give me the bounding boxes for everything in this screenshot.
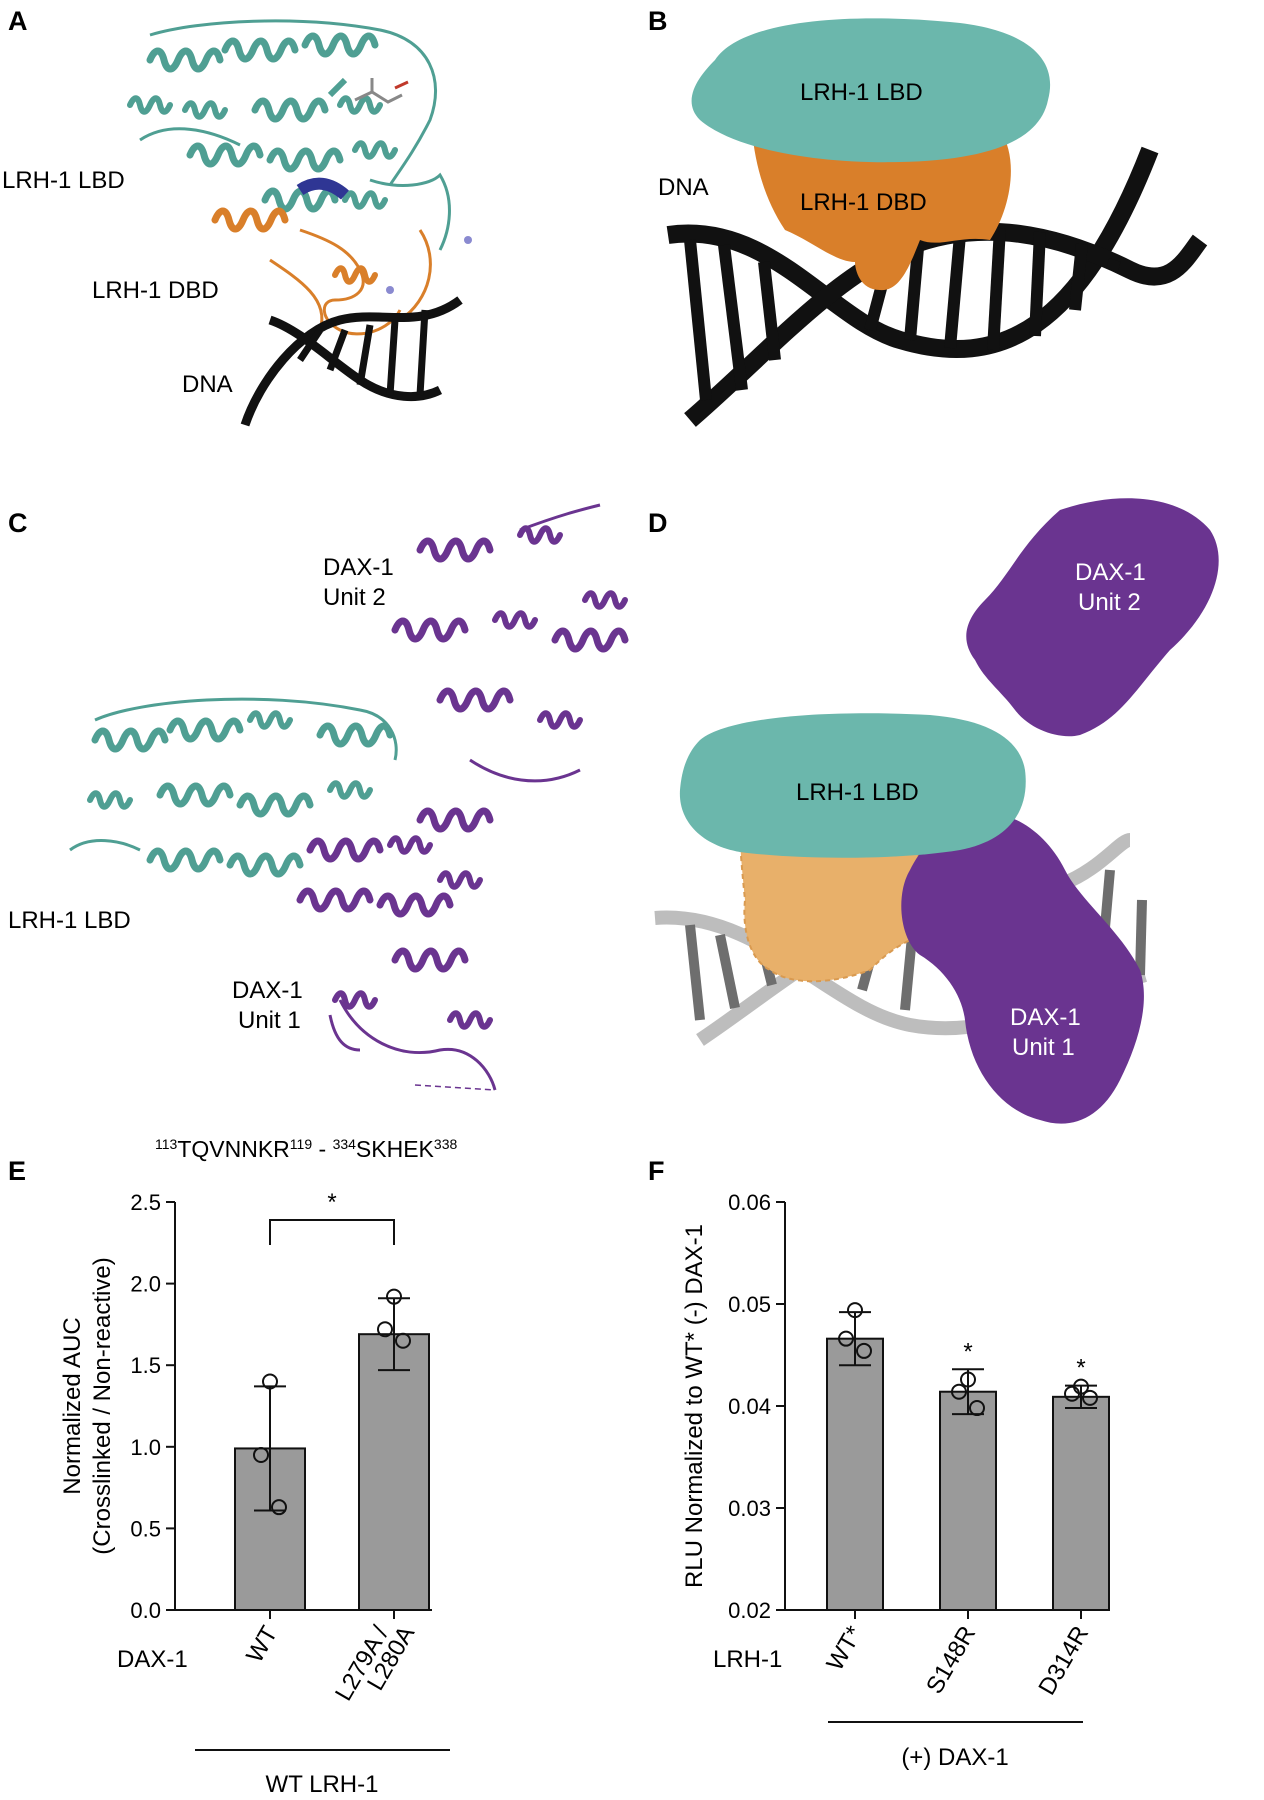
panel-d: D DAX-1 Unit 2 LRH-1 LBD DAX-1 Unit 1 — [648, 498, 1219, 1124]
dna-helix-structure — [240, 296, 463, 427]
f-significance-star: * — [963, 1338, 972, 1365]
f-y-tick-label: 0.05 — [728, 1292, 771, 1317]
panel-a: A — [2, 6, 472, 427]
panel-a-dbd-label: LRH-1 DBD — [92, 277, 219, 304]
e-data-point — [386, 1288, 402, 1305]
peptide-num-1: 113 — [155, 1136, 178, 1152]
panel-a-letter: A — [8, 6, 28, 36]
dax-unit1-ribbon — [300, 811, 497, 1091]
ligand-sticks — [354, 78, 409, 104]
panel-c-dax1-label-line2: Unit 1 — [238, 1007, 301, 1034]
panel-b-dbd-label: LRH-1 DBD — [800, 189, 927, 216]
panel-e-group-label: WT LRH-1 — [266, 1771, 379, 1798]
helix-blue — [296, 177, 349, 200]
panel-f-row-label: LRH-1 — [713, 1646, 782, 1673]
panel-b-lbd-label: LRH-1 LBD — [800, 79, 923, 106]
lbd-ribbon-structure-c — [69, 697, 398, 874]
e-y-axis-label: (Crosslinked / Non-reactive) — [89, 1257, 116, 1554]
e-y-tick-label: 1.5 — [130, 1353, 161, 1378]
f-data-point — [1064, 1385, 1080, 1402]
panel-c-letter: C — [8, 508, 28, 538]
peptide-seq-1: TQVNNKR — [177, 1136, 289, 1162]
panel-d-dax2-label-line1: DAX-1 — [1075, 559, 1146, 586]
e-data-point — [377, 1321, 393, 1338]
panel-a-lbd-label: LRH-1 LBD — [2, 167, 125, 194]
panel-c-dax2-label-line2: Unit 2 — [323, 584, 386, 611]
panel-b-letter: B — [648, 6, 668, 36]
panel-d-lbd-label: LRH-1 LBD — [796, 779, 919, 806]
e-y-tick-label: 1.0 — [130, 1435, 161, 1460]
e-significance-star: * — [327, 1189, 336, 1216]
e-y-tick-label: 0.0 — [130, 1598, 161, 1623]
e-x-tick-label: WT — [241, 1621, 283, 1667]
panel-e-letter: E — [8, 1156, 26, 1186]
f-x-tick-label: S148R — [921, 1622, 981, 1699]
e-y-tick-label: 0.5 — [130, 1516, 161, 1541]
panel-d-letter: D — [648, 508, 668, 538]
peptide-seq-2: SKHEK — [356, 1136, 435, 1162]
f-bar — [939, 1390, 997, 1611]
f-y-tick-label: 0.06 — [728, 1190, 771, 1215]
e-significance-bracket — [269, 1219, 395, 1245]
lbd-shape-d — [679, 713, 1026, 858]
f-data-point — [847, 1302, 863, 1319]
f-y-tick-label: 0.04 — [728, 1394, 771, 1419]
f-y-tick-label: 0.03 — [728, 1496, 771, 1521]
f-bar — [1052, 1395, 1110, 1611]
f-significance-star: * — [1076, 1355, 1085, 1382]
panel-e-row-label: DAX-1 — [117, 1646, 188, 1673]
panel-a-dna-label: DNA — [182, 371, 233, 398]
panel-d-dax1-label-line2: Unit 1 — [1012, 1034, 1075, 1061]
peptide-num-3: 334 — [333, 1136, 357, 1152]
panel-d-dax2-label-line2: Unit 2 — [1078, 589, 1141, 616]
panel-f-group-label: (+) DAX-1 — [901, 1744, 1008, 1771]
lbd-ribbon-structure — [130, 19, 451, 251]
f-y-axis-label: RLU Normalized to WT* (-) DAX-1 — [681, 1224, 708, 1588]
e-data-point — [395, 1332, 411, 1349]
f-x-tick-label: D314R — [1033, 1622, 1094, 1700]
f-data-point — [969, 1400, 985, 1417]
e-data-point — [262, 1373, 278, 1390]
f-data-point — [951, 1383, 967, 1400]
dax-unit2-shape — [966, 498, 1219, 737]
dax-unit1-shape — [901, 812, 1144, 1124]
peptide-sep: - — [312, 1136, 332, 1162]
panel-f-letter: F — [648, 1156, 665, 1186]
e-data-point — [271, 1499, 287, 1516]
dax-unit2-ribbon — [395, 503, 625, 783]
panel-c: C — [8, 503, 625, 1091]
e-y-tick-label: 2.5 — [130, 1190, 161, 1215]
e-bar — [358, 1333, 430, 1612]
peptide-num-4: 338 — [434, 1136, 458, 1152]
panel-c-dax2-label-line1: DAX-1 — [323, 554, 394, 581]
panel-e: E 113TQVNNKR119 - 334SKHEK338 0.0 0.5 1.0 1… — [8, 1136, 457, 1798]
panel-c-lbd-label: LRH-1 LBD — [8, 907, 131, 934]
f-y-tick-label: 0.02 — [728, 1598, 771, 1623]
e-y-axis-label: Normalized AUC — [59, 1317, 86, 1494]
panel-b-dna-label: DNA — [658, 174, 709, 201]
panel-d-dax1-label-line1: DAX-1 — [1010, 1004, 1081, 1031]
peptide-num-2: 119 — [290, 1136, 313, 1152]
e-data-point — [253, 1446, 269, 1463]
f-bar — [826, 1337, 884, 1612]
f-data-point — [960, 1371, 976, 1388]
panel-b: B LRH-1 LBD LRH-1 DBD DNA — [648, 6, 1208, 427]
lbd-shape — [691, 18, 1051, 163]
panel-c-dax1-label-line1: DAX-1 — [232, 977, 303, 1004]
e-y-tick-label: 2.0 — [130, 1272, 161, 1297]
f-data-point — [838, 1330, 854, 1347]
f-data-point — [856, 1342, 872, 1359]
dbd-shape — [752, 130, 1011, 291]
f-x-tick-label: WT* — [821, 1622, 868, 1676]
panel-e-peptide-title: 113TQVNNKR119 - 334SKHEK338 — [155, 1136, 457, 1162]
f-data-point — [1082, 1389, 1098, 1406]
